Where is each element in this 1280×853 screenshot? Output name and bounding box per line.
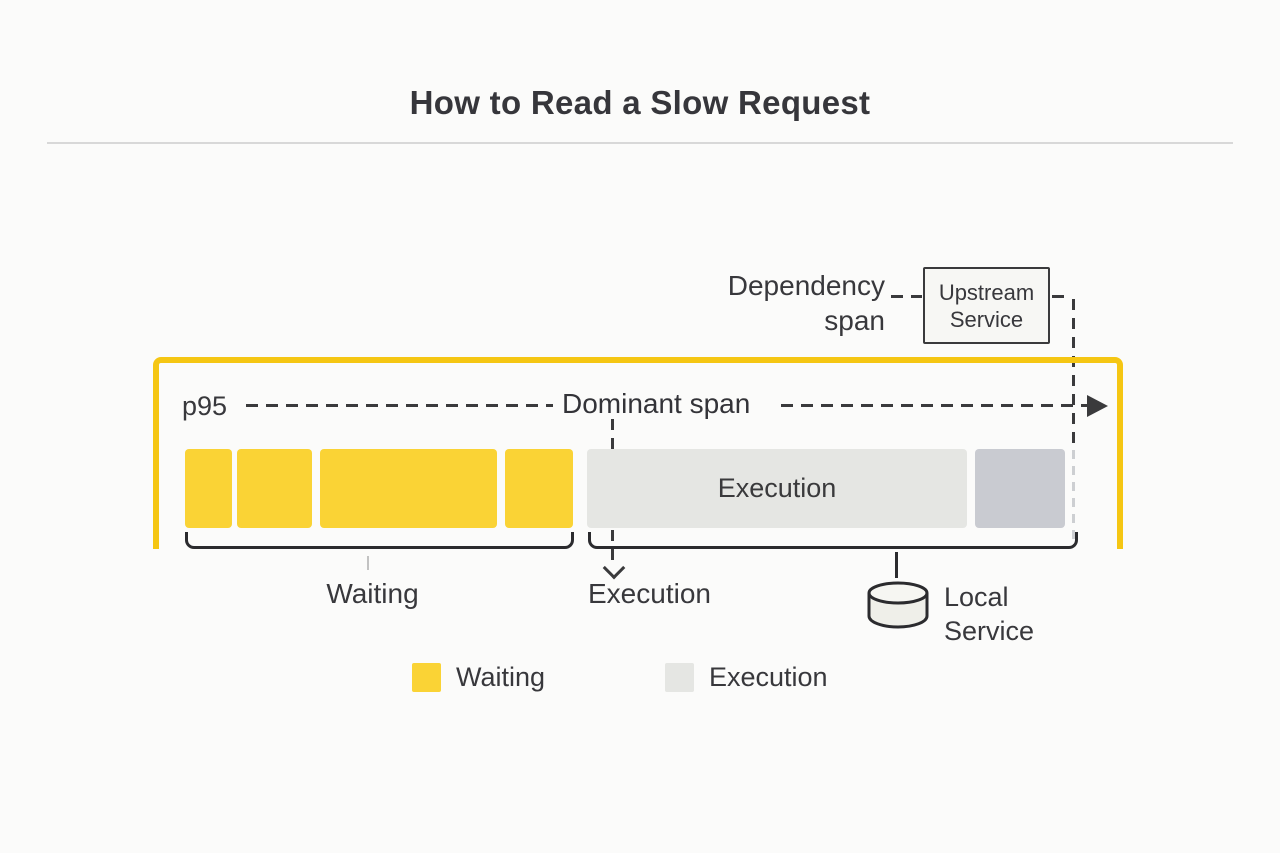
title-divider — [47, 142, 1233, 144]
waiting-brace-tick — [367, 556, 369, 570]
segment-waiting — [505, 449, 573, 528]
p95-label: p95 — [182, 391, 228, 421]
segment-execution: Execution — [587, 449, 967, 528]
dominant-drop-dash-upper — [611, 419, 614, 453]
upstream-drop-dashed-line — [1072, 299, 1075, 450]
execution-brace — [588, 532, 1078, 549]
legend-waiting-label: Waiting — [456, 662, 546, 692]
dominant-span-label: Dominant span — [562, 388, 751, 419]
local-service-tick — [895, 552, 898, 578]
legend-item-execution: Execution — [665, 662, 828, 693]
execution-swatch-icon — [665, 663, 694, 692]
upstream-connector-dash — [1052, 295, 1068, 298]
upstream-service-line2: Service — [949, 306, 1024, 332]
legend-execution-label: Execution — [709, 662, 828, 692]
local-service-line2: Service — [944, 616, 1035, 646]
segment-waiting — [185, 449, 232, 528]
dependency-span-line2: span — [824, 305, 885, 336]
page-title: How to Read a Slow Request — [409, 84, 871, 121]
upstream-drop-dashed-line-faded — [1072, 450, 1075, 545]
waiting-swatch-icon — [412, 663, 441, 692]
local-service-line1: Local — [944, 582, 1009, 612]
legend-item-waiting: Waiting — [412, 662, 545, 693]
upstream-service-box: Upstream Service — [923, 267, 1050, 344]
dependency-span-label: Dependency span — [640, 268, 885, 338]
dependency-connector-dash — [891, 295, 922, 298]
segment-waiting — [237, 449, 312, 528]
upstream-service-line1: Upstream — [938, 279, 1035, 305]
execution-group-label: Execution — [588, 578, 711, 609]
segment-execution-secondary — [975, 449, 1065, 528]
segment-waiting — [320, 449, 497, 528]
timeline-container — [153, 357, 1123, 549]
dominant-span-dash-left — [246, 404, 553, 407]
local-service-database-icon — [867, 581, 929, 629]
local-service-label: Local Service — [944, 580, 1034, 648]
waiting-group-label: Waiting — [326, 578, 419, 609]
right-arrowhead-icon — [1087, 395, 1108, 417]
waiting-brace — [185, 532, 574, 549]
dependency-span-line1: Dependency — [727, 270, 885, 301]
dominant-span-dash-right — [781, 404, 1087, 407]
